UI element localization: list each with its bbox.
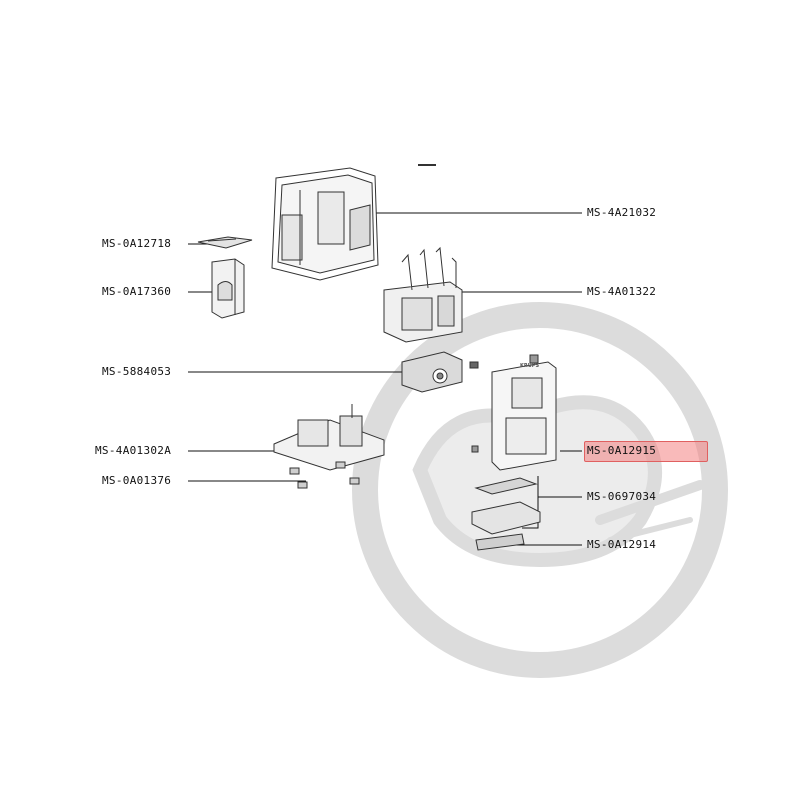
part-tank-holder — [211, 258, 245, 319]
part-label-ms-4a01322[interactable]: MS-4A01322 — [587, 285, 657, 298]
part-label-ms-0a12915[interactable]: MS-0A12915 — [587, 444, 657, 457]
leader-bracket — [522, 497, 539, 529]
part-base — [273, 404, 385, 471]
part-label-ms-0a01376[interactable]: MS-0A01376 — [102, 474, 172, 487]
leader-lines — [188, 212, 582, 546]
part-label-ms-0a12718[interactable]: MS-0A12718 — [102, 237, 172, 250]
part-label-ms-5884053[interactable]: MS-5884053 — [102, 365, 172, 378]
part-label-ms-0a12914[interactable]: MS-0A12914 — [587, 538, 657, 551]
part-front-panel — [471, 354, 557, 471]
part-housing — [271, 164, 436, 281]
part-drip-grid — [471, 477, 541, 535]
part-thermoblock — [401, 351, 479, 393]
part-drip-front — [475, 533, 525, 551]
part-frame — [383, 246, 463, 343]
part-plate — [197, 236, 253, 249]
part-feet — [289, 461, 360, 489]
part-label-ms-4a01302a[interactable]: MS-4A01302A — [95, 444, 172, 457]
part-label-ms-0697034[interactable]: MS-0697034 — [587, 490, 657, 503]
part-label-ms-0a17360[interactable]: MS-0A17360 — [102, 285, 172, 298]
panel-brand-text: KRUPS — [520, 363, 540, 369]
part-label-ms-4a21032[interactable]: MS-4A21032 — [587, 206, 657, 219]
highlight-box — [584, 441, 708, 462]
